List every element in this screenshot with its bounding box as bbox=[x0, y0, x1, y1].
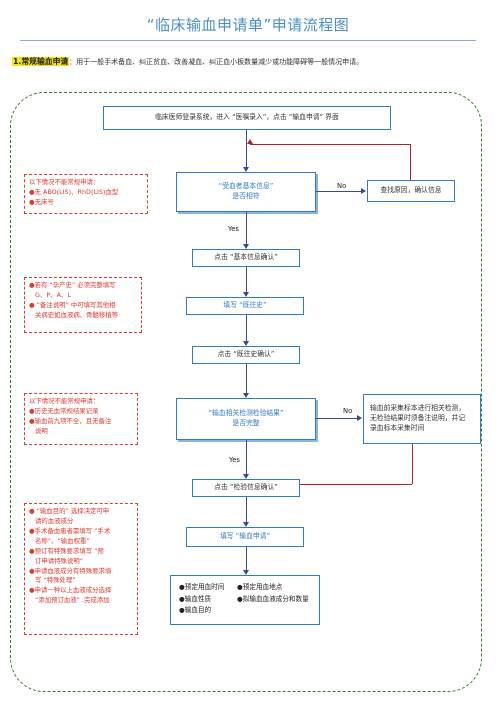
note3-line1: ●历史无血常规结果记录 bbox=[29, 406, 99, 415]
arrow-to-confirm-basic bbox=[243, 244, 249, 249]
detail-planned-place: ●预定用血地点 bbox=[237, 583, 283, 591]
retest-return-vertical bbox=[412, 444, 413, 484]
flow-frame bbox=[10, 92, 482, 692]
note2-line2: G、P、A、L bbox=[35, 290, 71, 299]
decision-test-results-line2: 是否完整 bbox=[232, 419, 260, 427]
retest-return-horizontal bbox=[300, 484, 412, 485]
note3-line2: ●输血前九项不全，且无备注 bbox=[29, 416, 112, 425]
note-history-guidance: ●若有 “孕产史” 必须完整填写 G、P、A、L ● “备注说明” 中可填写其他… bbox=[24, 277, 142, 333]
connector-history-decision2 bbox=[246, 364, 247, 394]
arrow-to-confirm-test bbox=[243, 474, 249, 479]
note3-heading: 以下情况不能常规申请： bbox=[29, 397, 100, 405]
loop-back-vertical bbox=[410, 144, 411, 180]
arrow-to-details bbox=[243, 570, 249, 575]
note-test-restrictions: 以下情况不能常规申请： ●历史无血常规结果记录 ●输血前九项不全，且无备注 说明 bbox=[24, 393, 138, 445]
connector-history-confirm bbox=[246, 315, 247, 342]
login-step-box: 临床医师登录系统，进入 “医嘱录入”，点击 “输血申请” 界面 bbox=[103, 106, 391, 130]
confirm-test-text: 点击 “检验信息确认” bbox=[214, 483, 278, 492]
detail-components-quantity: ●拟输血血液成分和数量 bbox=[237, 594, 309, 603]
arrow-to-decision2 bbox=[243, 393, 249, 398]
confirm-basic-info-text: 点击 “基本信息确认” bbox=[214, 253, 278, 262]
detail-transfusion-nature: ●输血性质 bbox=[179, 594, 212, 603]
note4-line5: ●预订有特殊要求填写 “预 bbox=[29, 546, 104, 555]
section-tag: 1.常规输血申请 bbox=[12, 57, 70, 66]
details-row-2: ●输血性质 ●拟输血血液成分和数量 bbox=[179, 594, 311, 606]
note4-line9: ●申请一种以上血液成分选择 bbox=[29, 586, 112, 595]
confirm-basic-info-box: 点击 “基本信息确认” bbox=[192, 249, 300, 267]
retest-line1: 输血前采集标本进行相关检测， bbox=[370, 404, 466, 413]
request-details-box: ●预定用血时间 ●预定用血地点 ●输血性质 ●拟输血血液成分和数量 ●输血目的 bbox=[170, 575, 320, 625]
note4-line6: 订申请特殊说明” bbox=[35, 556, 84, 565]
loop-back-horizontal bbox=[250, 144, 410, 145]
note4-line7: ●申请血液成分有特殊要求填 bbox=[29, 566, 112, 575]
note-basic-info-restrictions: 以下情况不能常规申请： ●无 ABO(LIS)、RhD(LIS)血型 ●无床号 bbox=[24, 174, 148, 214]
detail-transfusion-purpose: ●输血目的 bbox=[179, 606, 212, 615]
arrow-to-find-reason bbox=[361, 188, 366, 194]
connector-decision2-yes bbox=[246, 440, 247, 475]
note4-line2: 请的血液成分 bbox=[35, 516, 74, 525]
arrow-to-fill-history bbox=[243, 292, 249, 297]
fill-history-box: 填写 “既往史” bbox=[186, 297, 304, 315]
find-reason-box: 查找原因，确认信息 bbox=[367, 180, 455, 202]
fill-history-text: 填写 “既往史” bbox=[223, 301, 267, 310]
confirm-history-text: 点击 “既往史确认” bbox=[217, 350, 275, 359]
note2-line1: ●若有 “孕产史” 必须完整填写 bbox=[29, 281, 116, 289]
intro-text: 用于一般手术备血、纠正贫血、改善凝血、纠正血小板数量减少或功能障碍等一般情况申请… bbox=[76, 58, 364, 66]
decision-test-results-box: “输血相关检测检验结果” 是否完整 bbox=[176, 398, 316, 440]
note4-line4: 名称”、“输血权重” bbox=[35, 536, 90, 545]
loop-back-arrow bbox=[247, 139, 253, 144]
note3-line3: 说明 bbox=[35, 426, 48, 435]
note4-line1: ● “输血目的” 选择决定可申 bbox=[29, 507, 110, 515]
login-step-text: 临床医师登录系统，进入 “医嘱录入”，点击 “输血申请” 界面 bbox=[155, 113, 339, 122]
yes-label-1: Yes bbox=[228, 225, 239, 233]
no-label-2: No bbox=[343, 407, 353, 415]
note2-line3: ● “备注说明” 中可填写其他相 bbox=[29, 300, 116, 309]
note-request-guidance: ● “输血目的” 选择决定可申 请的血液成分 ●手术备血患者需填写 “手术 名称… bbox=[24, 503, 138, 635]
connector-basic-history bbox=[246, 267, 247, 293]
retest-line3: 录血标本采集时间 bbox=[370, 423, 425, 432]
arrow-to-fill-request bbox=[243, 522, 249, 527]
connector-decision2-no bbox=[316, 418, 358, 419]
arrow-to-confirm-history bbox=[243, 341, 249, 346]
note4-line3: ●手术备血患者需填写 “手术 bbox=[29, 526, 111, 535]
fill-request-text: 填写 “输血申请” bbox=[220, 532, 270, 541]
find-reason-text: 查找原因，确认信息 bbox=[380, 186, 442, 195]
note1-heading: 以下情况不能常规申请： bbox=[29, 178, 100, 186]
connector-decision1-yes bbox=[246, 212, 247, 245]
title-divider bbox=[20, 40, 476, 41]
note4-line10: “添加预订血液” ,完成添加 bbox=[35, 596, 110, 605]
decision-basic-info-box: “受血者基本信息” 是否相符 bbox=[176, 172, 316, 212]
decision-test-results-line1: “输血相关检测检验结果” bbox=[208, 409, 284, 418]
no-label-1: No bbox=[337, 182, 347, 190]
note2-line4: 关病史如血液病、骨髓移植等 bbox=[35, 310, 119, 319]
page-title: “临床输血申请单”申请流程图 bbox=[146, 16, 350, 34]
connector-decision1-no bbox=[316, 191, 362, 192]
intro-colon: ： bbox=[69, 58, 77, 66]
details-row-3: ●输血目的 bbox=[179, 605, 311, 617]
decision-basic-info-line2: 是否相符 bbox=[232, 192, 260, 200]
confirm-history-box: 点击 “既往史确认” bbox=[192, 346, 300, 364]
arrow-to-retest bbox=[357, 415, 362, 421]
arrow-to-decision1 bbox=[243, 167, 249, 172]
yes-label-2: Yes bbox=[229, 456, 240, 464]
detail-planned-time: ●预定用血时间 bbox=[179, 583, 225, 591]
note1-line2: ●无床号 bbox=[29, 197, 54, 206]
connector-request-details bbox=[246, 547, 247, 571]
decision-basic-info-line1: “受血者基本信息” bbox=[218, 182, 274, 191]
details-row-1: ●预定用血时间 ●预定用血地点 bbox=[179, 582, 311, 594]
note4-line8: 写 “特殊处理” bbox=[35, 576, 76, 585]
connector-test-request bbox=[246, 497, 247, 523]
retest-box: 输血前采集标本进行相关检测， 无检验结果时须备注说明，并记 录血标本采集时间 bbox=[363, 394, 481, 444]
retest-line2: 无检验结果时须备注说明，并记 bbox=[370, 414, 466, 423]
connector-login-decision1 bbox=[246, 130, 247, 168]
fill-request-box: 填写 “输血申请” bbox=[186, 527, 304, 547]
intro-paragraph: 1.常规输血申请：用于一般手术备血、纠正贫血、改善凝血、纠正血小板数量减少或功能… bbox=[12, 56, 488, 67]
note1-line1: ●无 ABO(LIS)、RhD(LIS)血型 bbox=[29, 187, 119, 196]
confirm-test-box: 点击 “检验信息确认” bbox=[192, 479, 300, 497]
